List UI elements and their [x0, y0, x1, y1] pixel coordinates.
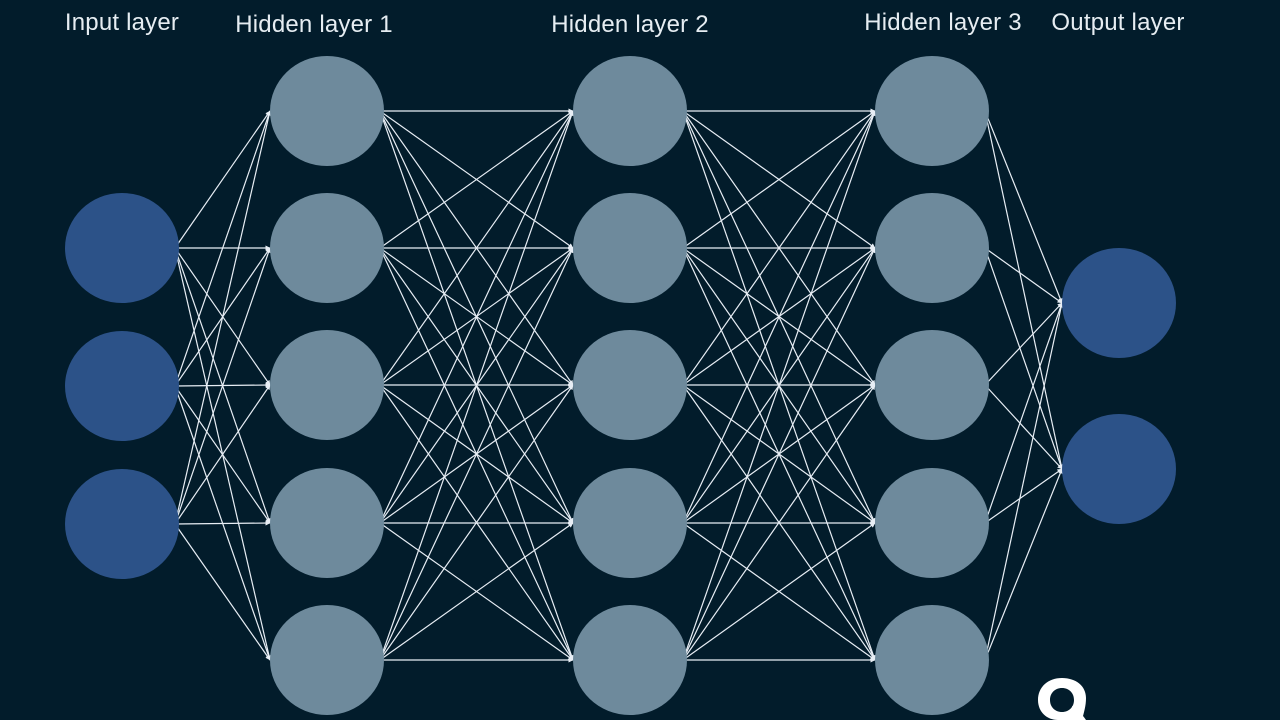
- nodes-group: [65, 56, 1176, 715]
- output-layer-label: Output layer: [1051, 9, 1185, 36]
- hidden-layer-3-label: Hidden layer 3: [864, 9, 1022, 36]
- connection-l0-n1-to-n0: [174, 110, 271, 387]
- connection-l3-n2-to-n0: [984, 302, 1063, 386]
- output-node-1: [1062, 248, 1176, 358]
- brand-logo-icon: [1038, 678, 1086, 720]
- connection-l3-n4-to-n0: [984, 302, 1064, 661]
- connection-l3-n0-to-n0: [984, 110, 1063, 304]
- connection-l0-n2-to-n2: [174, 384, 271, 525]
- hidden-2-node-5: [573, 605, 687, 715]
- connection-l2-n4-to-n3: [682, 522, 876, 661]
- input-node-2: [65, 331, 179, 441]
- connection-l1-n3-to-n0: [379, 110, 574, 524]
- connection-l0-n2-to-n4: [174, 523, 271, 661]
- input-layer-label: Input layer: [64, 9, 180, 36]
- connection-l2-n1-to-n0: [682, 110, 876, 249]
- connection-l2-n4-to-n2: [682, 384, 876, 661]
- connection-l2-n4-to-n0: [682, 110, 876, 661]
- connection-l3-n2-to-n1: [984, 384, 1063, 470]
- hidden-1-node-3: [270, 330, 384, 440]
- input-node-3: [65, 469, 179, 579]
- connection-l2-n2-to-n0: [682, 110, 876, 386]
- connection-l0-n2-to-n3: [174, 520, 271, 526]
- connection-l0-n2-to-n0: [174, 110, 272, 525]
- hidden-3-node-2: [875, 193, 989, 303]
- output-node-2: [1062, 414, 1176, 524]
- connection-l3-n1-to-n1: [984, 247, 1063, 470]
- connection-l3-n4-to-n1: [984, 468, 1063, 661]
- hidden-2-node-4: [573, 468, 687, 578]
- connection-l1-n4-to-n3: [379, 522, 574, 661]
- connection-l3-n0-to-n1: [984, 110, 1064, 470]
- connections-group: [174, 108, 1064, 663]
- hidden-1-node-5: [270, 605, 384, 715]
- hidden-layer-2-label: Hidden layer 2: [551, 11, 709, 38]
- hidden-3-node-1: [875, 56, 989, 166]
- hidden-3-node-3: [875, 330, 989, 440]
- hidden-3-node-5: [875, 605, 989, 715]
- connection-l2-n3-to-n0: [682, 110, 876, 524]
- connection-l0-n0-to-n0: [174, 110, 271, 249]
- input-node-1: [65, 193, 179, 303]
- hidden-2-node-3: [573, 330, 687, 440]
- connection-l3-n1-to-n0: [984, 247, 1063, 304]
- connection-l1-n4-to-n1: [379, 247, 574, 661]
- hidden-3-node-4: [875, 468, 989, 578]
- connection-l1-n1-to-n0: [379, 110, 574, 249]
- hidden-1-node-1: [270, 56, 384, 166]
- hidden-2-node-2: [573, 193, 687, 303]
- hidden-layer-1-label: Hidden layer 1: [235, 11, 393, 38]
- connection-l3-n3-to-n0: [984, 302, 1063, 524]
- hidden-1-node-2: [270, 193, 384, 303]
- connection-l2-n4-to-n1: [682, 247, 876, 661]
- hidden-2-node-1: [573, 56, 687, 166]
- connection-l0-n2-to-n1: [174, 247, 271, 525]
- connection-l1-n2-to-n0: [379, 110, 574, 386]
- connection-l3-n3-to-n1: [984, 468, 1063, 524]
- hidden-1-node-4: [270, 468, 384, 578]
- connection-l1-n4-to-n2: [379, 384, 574, 661]
- connection-l1-n4-to-n0: [379, 110, 574, 661]
